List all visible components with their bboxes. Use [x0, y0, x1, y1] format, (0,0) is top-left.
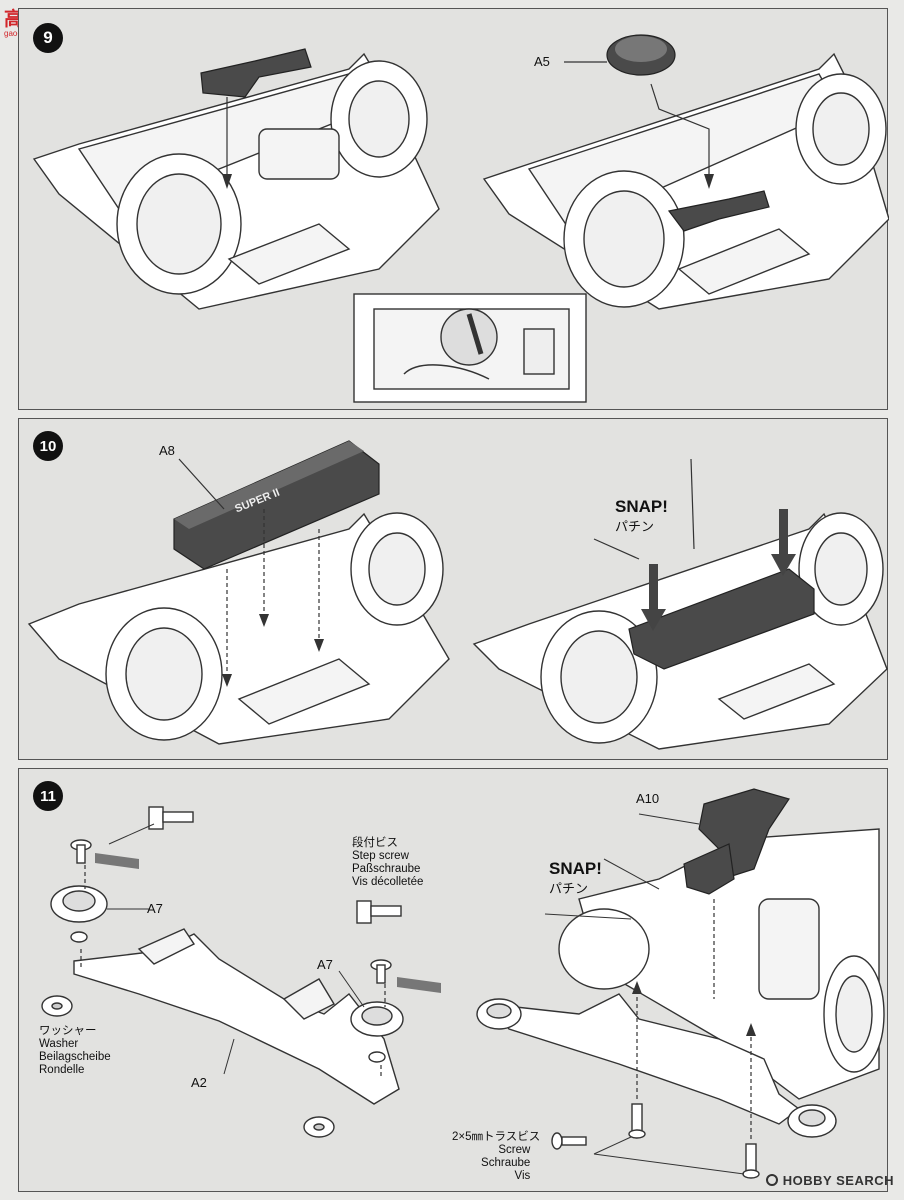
step-11-illustration — [41, 788, 885, 1179]
brand-watermark: HOBBY SEARCH — [765, 1173, 894, 1188]
snap-label: SNAP! パチン — [615, 497, 668, 534]
step-screw-label: 段付ビス Step screw Paßschraube Vis décollet… — [352, 837, 424, 888]
screw-label: 2×5㎜トラスビス Screw Schraube Vis — [452, 1131, 541, 1182]
snap-label-step-11: SNAP! パチン — [549, 859, 602, 896]
step-9-illustration — [32, 34, 889, 403]
part-label-a7-middle: A7 — [317, 957, 333, 972]
part-label-a8: A8 — [159, 443, 175, 458]
part-label-a10: A10 — [636, 791, 660, 806]
step-11-panel: 11 — [18, 768, 888, 1192]
part-label-a5: A5 — [534, 54, 550, 69]
step-9-badge: 9 — [33, 23, 63, 53]
step-11-badge: 11 — [33, 781, 63, 811]
part-label-a7-left: A7 — [147, 901, 163, 916]
step-10-badge: 10 — [33, 431, 63, 461]
step-10-illustration — [27, 440, 888, 750]
part-label-a2: A2 — [191, 1075, 207, 1090]
step-9-panel: 9 — [18, 8, 889, 410]
step-10-panel: 10 — [18, 418, 888, 760]
gear-icon — [765, 1174, 778, 1186]
washer-label: ワッシャー Washer Beilagscheibe Rondelle — [39, 1025, 111, 1076]
